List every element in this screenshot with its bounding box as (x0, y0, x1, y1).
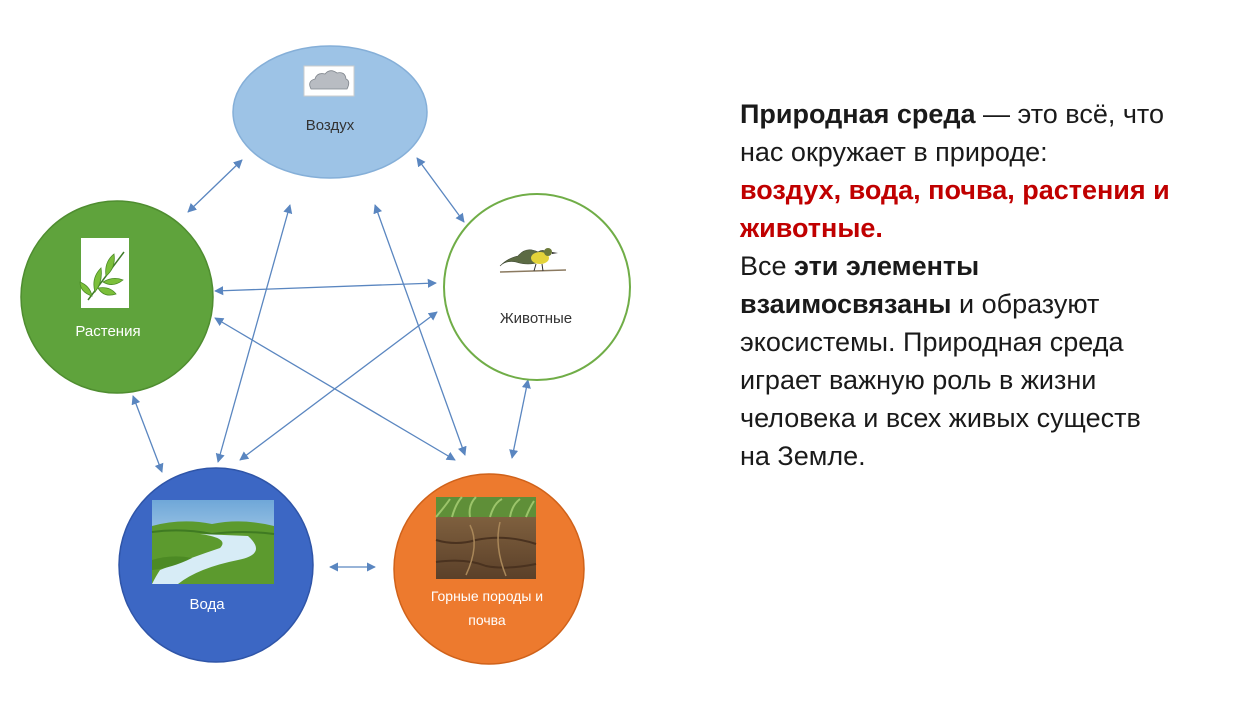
para2-text-4: играет важную роль в жизни (740, 365, 1097, 395)
arrow-plants-water (131, 395, 164, 473)
cloud-icon (303, 65, 355, 97)
soil-label-line1: Горные породы и (431, 588, 543, 604)
animals-circle (443, 193, 631, 381)
arrow-air-animals (416, 157, 465, 223)
para2-text-3: экосистемы. Природная среда (740, 327, 1124, 357)
para2-text-2: и образуют (951, 289, 1100, 319)
para2-text-1: Все (740, 251, 795, 281)
node-water: Вода (118, 467, 314, 663)
arrow-air-soil (373, 204, 467, 456)
plants-label: Растения (75, 323, 140, 340)
air-label: Воздух (306, 117, 355, 134)
arrow-air-water (215, 204, 293, 463)
interconnection-paragraph: Все эти элементы взаимосвязаны и образую… (740, 247, 1210, 475)
definition-paragraph: Природная среда — это всё, что нас окруж… (740, 95, 1210, 247)
air-ellipse (232, 45, 428, 179)
definition-text-1: — это всё, что (975, 99, 1165, 129)
description-panel: Природная среда — это всё, что нас окруж… (740, 95, 1210, 475)
para2-text-5: человека и всех живых существ (740, 403, 1141, 433)
bird-icon (493, 240, 568, 276)
animals-label: Животные (500, 310, 572, 327)
para2-text-6: на Земле. (740, 441, 866, 471)
term-natural-environment: Природная среда (740, 99, 976, 129)
elements-list-line2: животные. (740, 213, 883, 243)
para2-bold-1: эти элементы (794, 251, 980, 281)
node-soil: Горные породы и почва (393, 473, 585, 665)
node-animals: Животные (443, 193, 631, 381)
leaf-icon (79, 238, 129, 308)
arrow-plants-animals (214, 278, 437, 296)
arrow-animals-soil (509, 379, 531, 459)
definition-text-2: нас окружает в природе: (740, 137, 1048, 167)
node-plants: Растения (20, 200, 214, 394)
elements-list-line1: воздух, вода, почва, растения и (740, 175, 1170, 205)
node-air: Воздух (232, 45, 428, 179)
arrow-air-plants (187, 159, 243, 213)
soil-photo (435, 496, 537, 579)
ecosystem-diagram: Воздух Растения Животные (20, 45, 631, 665)
river-photo (151, 500, 275, 584)
soil-label-line2: почва (468, 612, 506, 628)
arrow-animals-water (239, 311, 438, 461)
water-label: Вода (189, 596, 225, 613)
connection-arrows (131, 157, 531, 572)
para2-bold-2: взаимосвязаны (740, 289, 952, 319)
